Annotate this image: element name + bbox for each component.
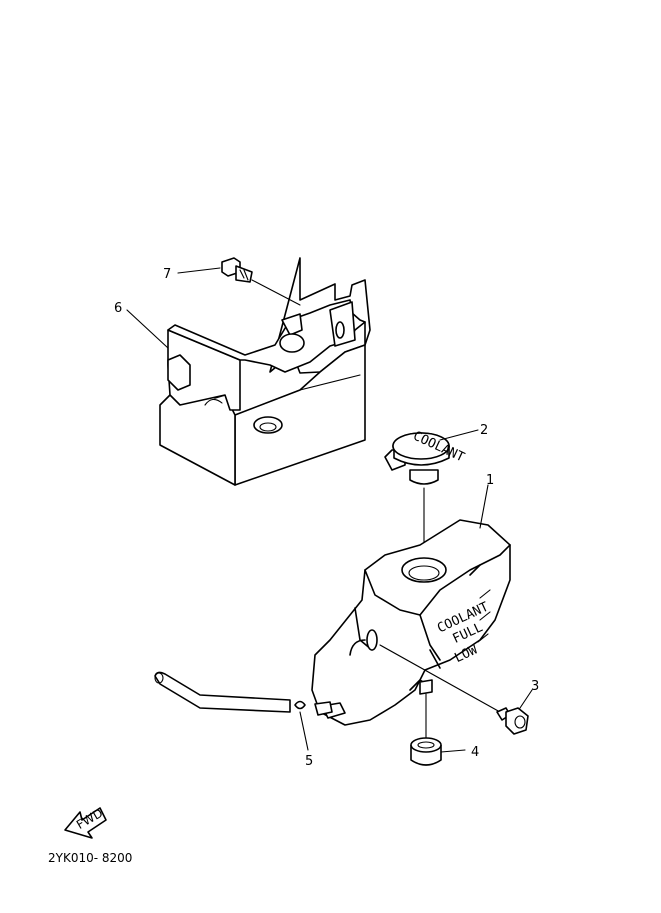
callout-4: 4 <box>471 745 479 760</box>
callout-2: 2 <box>480 423 488 438</box>
leader-lines <box>126 267 533 753</box>
hose-part-5 <box>154 671 333 716</box>
callouts: 7 6 2 1 3 4 5 <box>114 267 539 769</box>
fwd-arrow-icon: FWD <box>64 806 107 839</box>
callout-3: 3 <box>531 679 539 694</box>
diagram-code: 2YK010- 8200 <box>48 851 132 865</box>
callout-5: 5 <box>305 754 313 769</box>
bolt-part-7 <box>221 257 301 306</box>
callout-1: 1 <box>486 473 494 488</box>
bracket-part-6 <box>159 257 371 486</box>
tank-part-1: COOLANT FULL LOW <box>311 519 511 741</box>
bolt-part-3 <box>496 707 529 735</box>
callout-7: 7 <box>163 267 171 282</box>
callout-6: 6 <box>114 301 122 316</box>
cap-part-2: COOLANT <box>384 429 467 561</box>
grommet-part-4 <box>410 737 442 766</box>
